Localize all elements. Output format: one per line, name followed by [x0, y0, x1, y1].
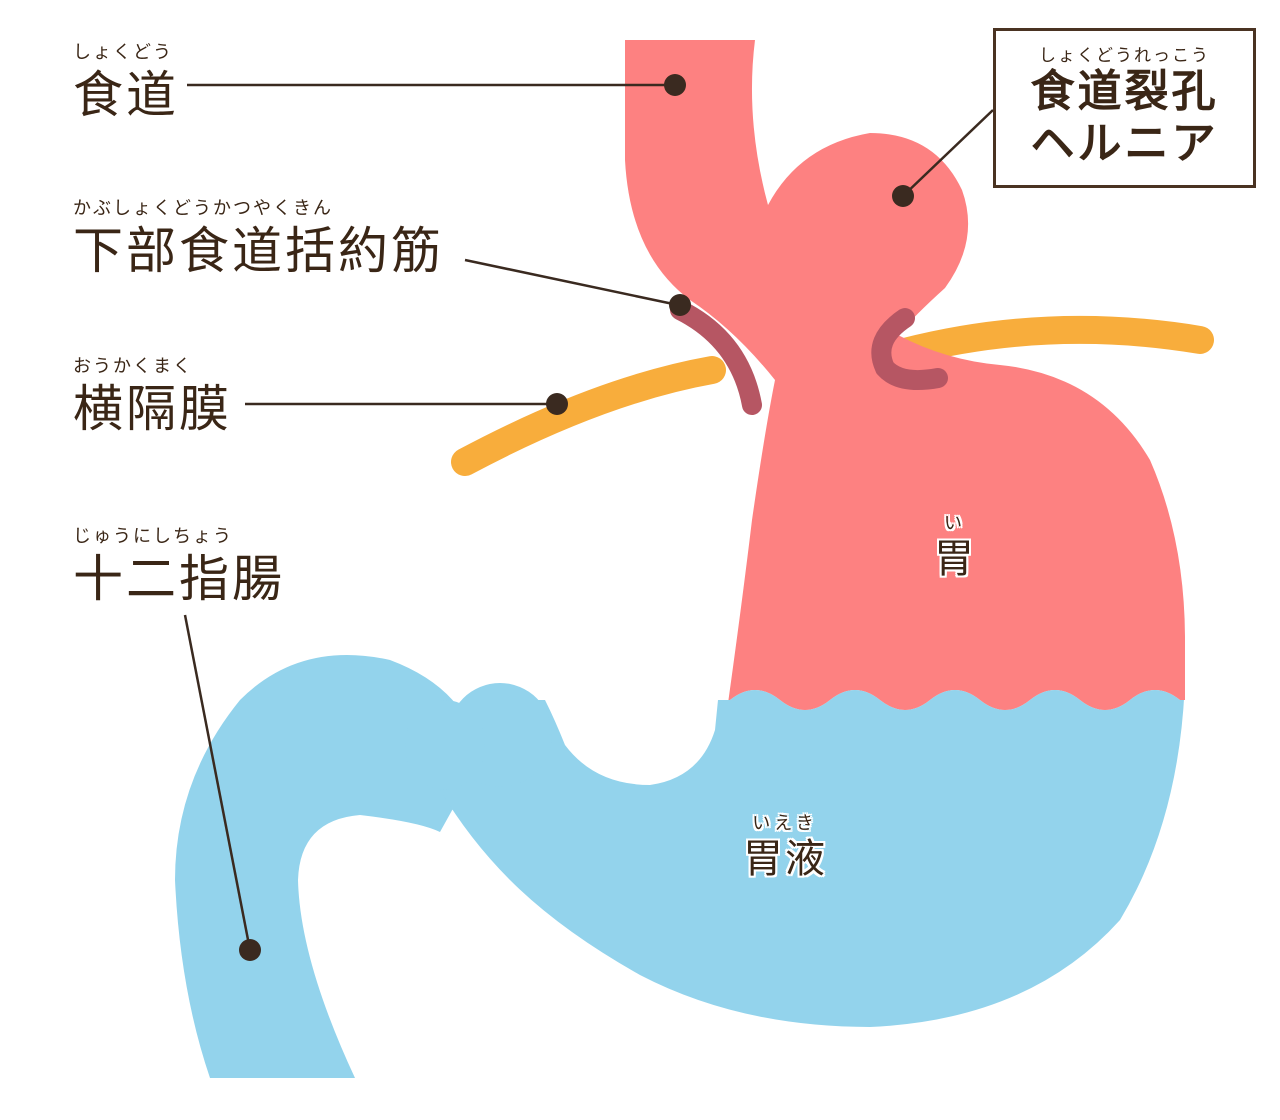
sphincter-right: [871, 308, 948, 390]
ruby-diaphragm: おうかくまく: [73, 356, 193, 377]
pylorus-2: [405, 700, 485, 790]
dot-hernia: [892, 185, 914, 207]
text-hernia-line2: ヘルニア: [1030, 118, 1219, 169]
stomach-lower: [440, 690, 1185, 1027]
dot-esophagus: [664, 74, 686, 96]
text-gastric-juice: 胃液: [743, 836, 827, 882]
leader-les: [464, 258, 679, 307]
text-duodenum: 十二指腸: [73, 550, 285, 608]
ruby-les: かぶしょくどうかつやくきん: [73, 198, 333, 219]
text-les: 下部食道括約筋: [73, 222, 444, 280]
label-duodenum: じゅうにしちょう 十二指腸: [73, 526, 285, 608]
diaphragm-right: [891, 315, 1214, 366]
diaphragm-left: [451, 356, 726, 476]
hernia-callout: しょくどうれっこう 食道裂孔 ヘルニア: [993, 28, 1256, 188]
leader-hernia: [902, 109, 994, 197]
text-diaphragm: 横隔膜: [73, 380, 232, 438]
ruby-stomach: い: [944, 513, 966, 534]
label-stomach: い 胃: [925, 513, 985, 582]
text-esophagus: 食道: [73, 66, 179, 124]
dot-diaphragm: [546, 393, 568, 415]
dot-duodenum: [239, 939, 261, 961]
label-gastric-juice: いえき 胃液: [730, 813, 840, 882]
ruby-hernia: しょくどうれっこう: [1039, 46, 1210, 66]
ruby-duodenum: じゅうにしちょう: [73, 526, 233, 547]
dot-les: [669, 294, 691, 316]
label-diaphragm: おうかくまく 横隔膜: [73, 356, 232, 438]
ruby-gastric-juice: いえき: [752, 813, 818, 834]
stomach-upper: [625, 40, 1185, 710]
leader-duodenum: [183, 614, 252, 951]
text-stomach: 胃: [934, 536, 976, 582]
ruby-esophagus: しょくどう: [73, 42, 173, 63]
label-les: かぶしょくどうかつやくきん 下部食道括約筋: [73, 198, 444, 280]
label-esophagus: しょくどう 食道: [73, 42, 179, 124]
text-hernia-line1: 食道裂孔: [1030, 66, 1219, 117]
duodenum-shape: [175, 655, 480, 1078]
sphincter-left: [670, 300, 762, 415]
